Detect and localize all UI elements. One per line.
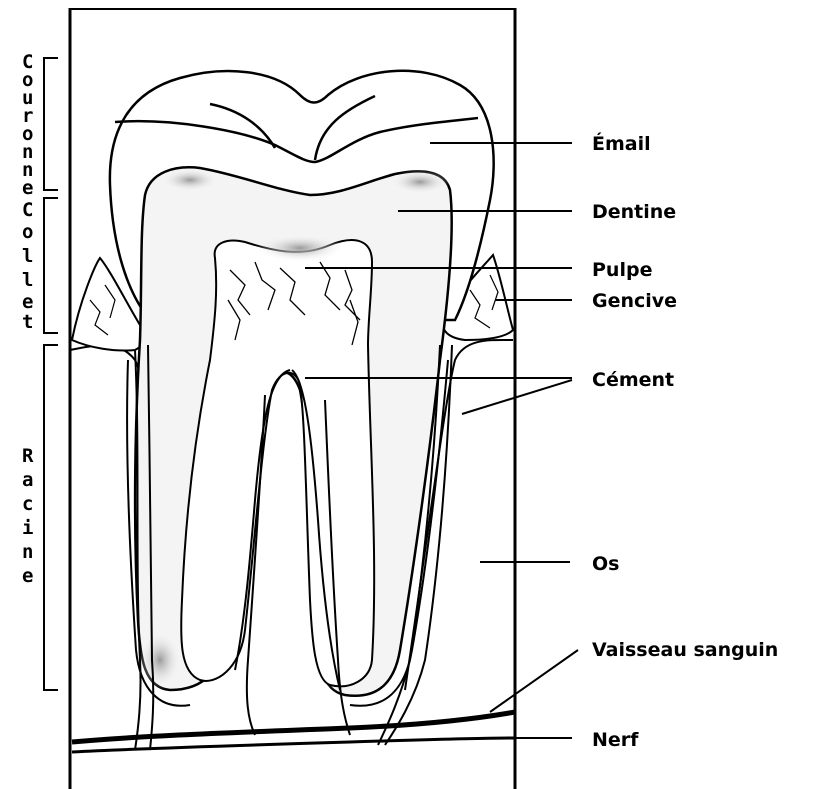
side-letter: c	[22, 493, 33, 515]
side-label-racine: R a c i n e	[22, 445, 34, 587]
label-gencive: Gencive	[592, 290, 677, 312]
side-letter: a	[22, 469, 33, 491]
label-os: Os	[592, 553, 619, 575]
label-email: Émail	[592, 132, 651, 155]
pulp-shade	[255, 234, 345, 262]
side-letter: i	[22, 517, 33, 539]
bracket-racine	[44, 345, 58, 690]
bracket-couronne	[44, 58, 58, 190]
side-letter: o	[22, 221, 33, 243]
label-dentine: Dentine	[592, 201, 676, 223]
label-pulpe: Pulpe	[592, 259, 652, 281]
nerf	[72, 738, 515, 752]
leader-vaisseau	[490, 650, 578, 712]
side-letter: e	[22, 291, 33, 313]
side-letter: l	[22, 245, 33, 267]
label-cement: Cément	[592, 369, 674, 391]
label-vaisseau-sanguin: Vaisseau sanguin	[592, 639, 778, 661]
bracket-collet	[44, 198, 58, 333]
side-letter: t	[22, 311, 33, 333]
side-letter: n	[22, 541, 33, 563]
leader-cement-2	[462, 380, 572, 414]
dentine-shade-left	[160, 168, 220, 192]
dentine-shade-right	[390, 170, 450, 194]
side-label-couronne: C o u r o n n e	[22, 51, 33, 199]
side-letter: C	[22, 199, 33, 221]
side-letter: l	[22, 269, 33, 291]
side-letter: e	[22, 177, 33, 199]
side-letter: e	[22, 565, 33, 587]
label-nerf: Nerf	[592, 729, 639, 751]
side-label-collet: C o l l e t	[22, 199, 33, 333]
side-letter: R	[22, 445, 34, 467]
